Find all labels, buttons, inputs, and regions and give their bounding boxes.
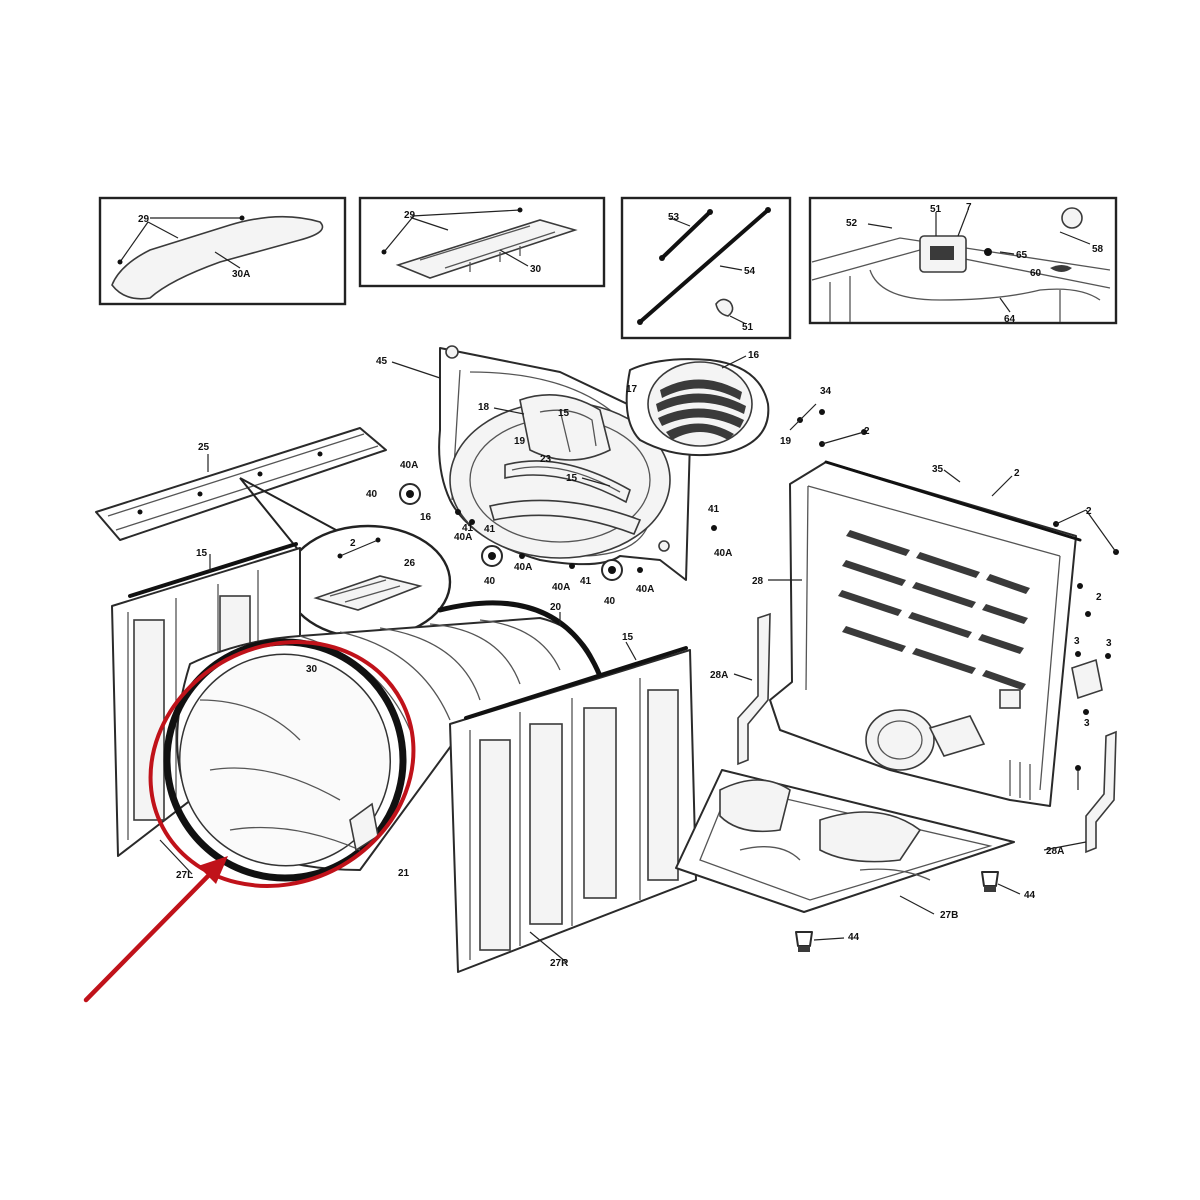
base-panel [675, 769, 1015, 913]
label-52: 52 [846, 218, 858, 229]
label-2-a: 2 [864, 426, 870, 437]
blower-housing [625, 358, 770, 457]
label-27b: 27B [940, 910, 958, 921]
label-7: 7 [966, 202, 972, 213]
label-40-1: 40 [366, 489, 378, 500]
label-40a-6: 40A [714, 548, 732, 559]
label-3-c: 3 [1084, 718, 1090, 729]
label-64: 64 [1004, 314, 1016, 325]
label-53: 53 [668, 212, 680, 223]
blower-grille [656, 379, 746, 440]
label-19-b: 19 [514, 436, 526, 447]
label-3-b: 3 [1106, 638, 1112, 649]
label-2-e: 2 [1096, 592, 1102, 603]
label-41-c: 41 [580, 576, 592, 587]
label-15-a: 15 [558, 408, 570, 419]
label-45: 45 [376, 356, 388, 367]
label-34: 34 [820, 386, 832, 397]
label-27l: 27L [176, 870, 193, 881]
label-35: 35 [932, 464, 944, 475]
label-28a-2: 28A [1046, 846, 1064, 857]
top-rail [95, 427, 387, 541]
label-54: 54 [744, 266, 756, 277]
leveling-foot-2 [795, 931, 813, 952]
label-2-c: 2 [1086, 506, 1092, 517]
label-29-b: 29 [404, 210, 416, 221]
label-15-c: 15 [196, 548, 208, 559]
label-3-a: 3 [1074, 636, 1080, 647]
label-40a-5: 40A [636, 584, 654, 595]
label-30-inset: 30 [530, 264, 542, 275]
label-26: 26 [404, 558, 416, 569]
label-leaders [159, 355, 1087, 963]
bracket-left-28a [737, 612, 771, 766]
label-16-a: 16 [748, 350, 760, 361]
label-17: 17 [626, 384, 638, 395]
label-27r: 27R [550, 958, 569, 969]
label-28a-1: 28A [710, 670, 728, 681]
inset-box-4 [808, 196, 1118, 325]
front-panel [769, 460, 1082, 807]
detail-callout [239, 477, 452, 640]
label-2-b: 2 [1014, 468, 1020, 479]
label-44-b: 44 [848, 932, 860, 943]
label-30a: 30A [232, 269, 250, 280]
label-41-a: 41 [462, 523, 474, 534]
inset-box-2 [358, 196, 606, 288]
label-19-a: 19 [780, 436, 792, 447]
label-20: 20 [550, 602, 562, 613]
label-40a-2: 40A [454, 532, 472, 543]
label-65: 65 [1016, 250, 1028, 261]
label-40-3: 40 [604, 596, 616, 607]
label-30-drum: 30 [306, 664, 318, 675]
part-labels: 29 30A 29 30 53 54 51 52 51 7 58 65 60 6… [138, 202, 1112, 969]
label-41-d: 41 [708, 504, 720, 515]
label-40a-1: 40A [400, 460, 418, 471]
label-15-d: 15 [622, 632, 634, 643]
drum [163, 600, 603, 882]
right-hardware [819, 429, 1119, 790]
label-44-a: 44 [1024, 890, 1036, 901]
label-23: 23 [540, 454, 552, 465]
label-29-a: 29 [138, 214, 150, 225]
label-51-b: 51 [930, 204, 942, 215]
label-21: 21 [398, 868, 410, 879]
label-18: 18 [478, 402, 490, 413]
label-15-b: 15 [566, 473, 578, 484]
inset-box-1 [98, 196, 347, 306]
inset-box-3 [620, 196, 792, 340]
label-25: 25 [198, 442, 210, 453]
highlight-ring [148, 640, 416, 888]
label-40a-4: 40A [552, 582, 570, 593]
label-2-d: 2 [350, 538, 356, 549]
label-51-a: 51 [742, 322, 754, 333]
label-58: 58 [1092, 244, 1104, 255]
vent-slots [838, 530, 1030, 690]
label-60: 60 [1030, 268, 1042, 279]
label-41-b: 41 [484, 524, 496, 535]
label-16-b: 16 [420, 512, 432, 523]
right-side-panel [449, 646, 697, 973]
bulkhead-hardware [399, 403, 825, 581]
label-40-2: 40 [484, 576, 496, 587]
label-28: 28 [752, 576, 764, 587]
label-40a-3: 40A [514, 562, 532, 573]
bracket-right-28a [1085, 730, 1117, 854]
pointer-arrow [83, 856, 228, 1003]
leveling-foot-1 [981, 871, 999, 892]
